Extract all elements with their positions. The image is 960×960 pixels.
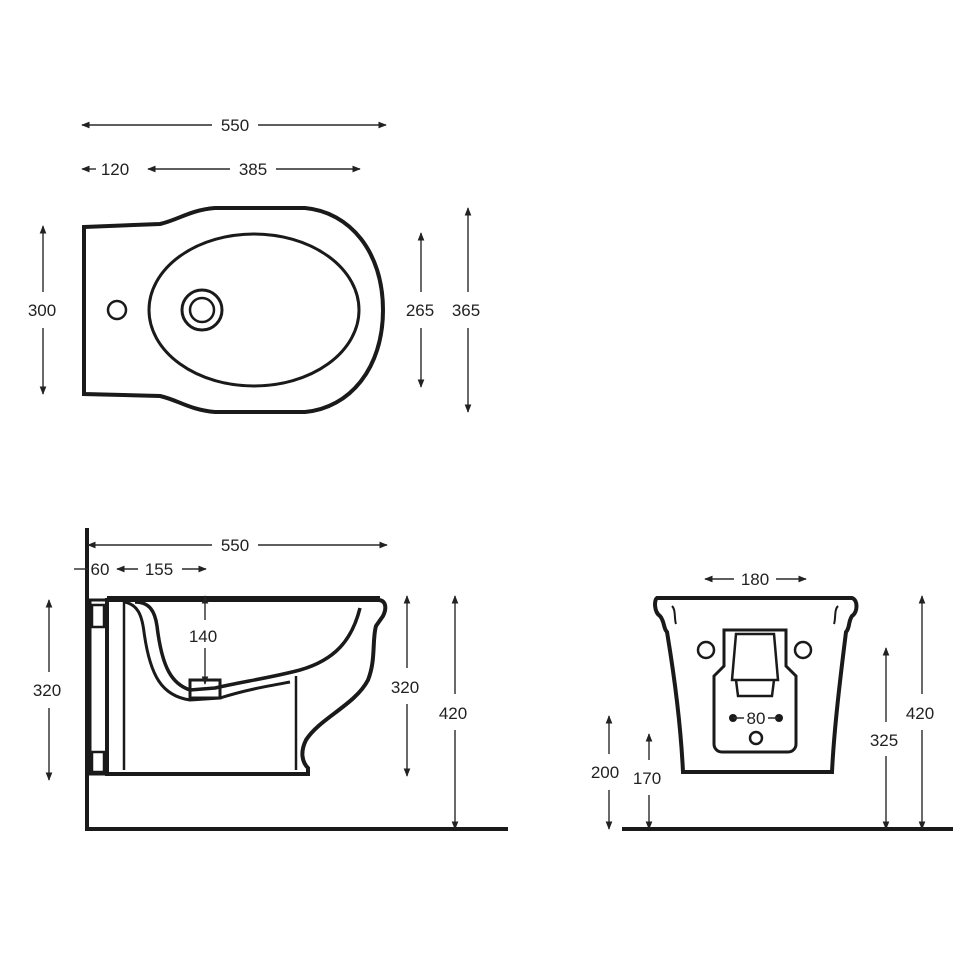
bowl-outer-profile	[123, 600, 291, 702]
side-view: 550 60 155 140 320 320 420	[33, 528, 508, 831]
dim-label-side-140: 140	[189, 627, 217, 646]
fixing-hole-right	[793, 640, 813, 660]
dim-label-front-80: 80	[747, 709, 766, 728]
front-rim-detail	[671, 605, 839, 625]
bowl-inner-profile	[134, 600, 362, 692]
drain-outer	[180, 288, 224, 332]
wall-bracket-top	[90, 603, 106, 629]
dim-label-top-550: 550	[221, 116, 249, 135]
dim-label-front-200: 200	[591, 763, 619, 782]
side-body-outline	[105, 598, 388, 776]
dim-label-front-80-bg	[744, 708, 768, 726]
dim-label-side-60: 60	[91, 560, 110, 579]
dim-label-top-365: 365	[452, 301, 480, 320]
fixing-hole-left	[696, 640, 716, 660]
dim-label-side-155: 155	[145, 560, 173, 579]
bowl-basin	[147, 232, 361, 388]
front-body-outline	[653, 596, 859, 774]
front-view: 180 80 200 170 325 420	[591, 570, 953, 831]
top-view-outline	[82, 206, 386, 414]
dim-label-top-120: 120	[101, 160, 129, 179]
front-outlet-hole	[748, 730, 764, 746]
dim-label-top-385: 385	[239, 160, 267, 179]
dim-label-front-420: 420	[906, 704, 934, 723]
drain-inner	[188, 296, 216, 324]
front-inner-panel	[712, 628, 798, 754]
dim-label-top-265: 265	[406, 301, 434, 320]
dim-label-side-420: 420	[439, 704, 467, 723]
top-view: 550 120 385 300 265 365	[28, 116, 480, 414]
front-spout	[730, 632, 780, 698]
dim-label-front-325: 325	[870, 731, 898, 750]
tap-hole	[106, 299, 128, 321]
dim-label-side-320-right: 320	[391, 678, 419, 697]
dim-label-top-300: 300	[28, 301, 56, 320]
dim-label-front-170: 170	[633, 769, 661, 788]
dim-label-side-320-left: 320	[33, 681, 61, 700]
dim-label-side-550: 550	[221, 536, 249, 555]
wall-bracket-bottom	[90, 750, 106, 774]
dim-label-front-180: 180	[741, 570, 769, 589]
